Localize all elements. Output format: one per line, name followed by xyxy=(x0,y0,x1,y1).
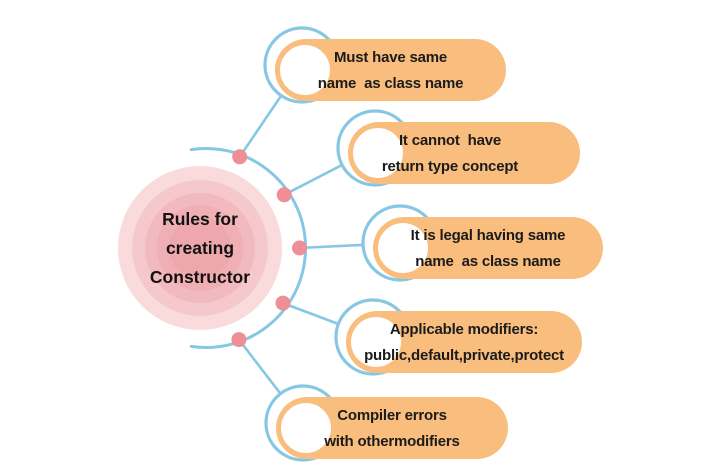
branch-dot-1 xyxy=(232,149,248,165)
rule-label-4: Applicable modifiers: public,default,pri… xyxy=(364,321,564,364)
node-pill-4 xyxy=(346,311,582,373)
node-inner-circle-3 xyxy=(378,223,428,273)
rule-label-3: It is legal having same name as class na… xyxy=(410,227,566,270)
branch-dot-3 xyxy=(292,240,307,256)
hub-label: Rules for creating Constructor xyxy=(149,208,251,287)
rule-label-5: Compiler errors with othermodifiers xyxy=(324,407,460,450)
rule-label-2: It cannot have return type concept xyxy=(381,132,519,175)
branch-dot-4 xyxy=(275,295,291,311)
node-inner-circle-5 xyxy=(281,403,331,453)
node-pill-3 xyxy=(373,217,603,279)
node-inner-circle-4 xyxy=(351,317,401,367)
node-pill-1 xyxy=(275,39,506,101)
node-pill-5 xyxy=(276,397,508,459)
rule-label-1: Must have same name as class name xyxy=(317,49,464,92)
branch-dot-2 xyxy=(276,187,292,203)
center-ring-5 xyxy=(169,217,231,279)
node-pill-2 xyxy=(348,122,580,184)
node-inner-circle-1 xyxy=(280,45,330,95)
node-inner-circle-2 xyxy=(353,128,403,178)
branch-dot-5 xyxy=(231,332,247,348)
